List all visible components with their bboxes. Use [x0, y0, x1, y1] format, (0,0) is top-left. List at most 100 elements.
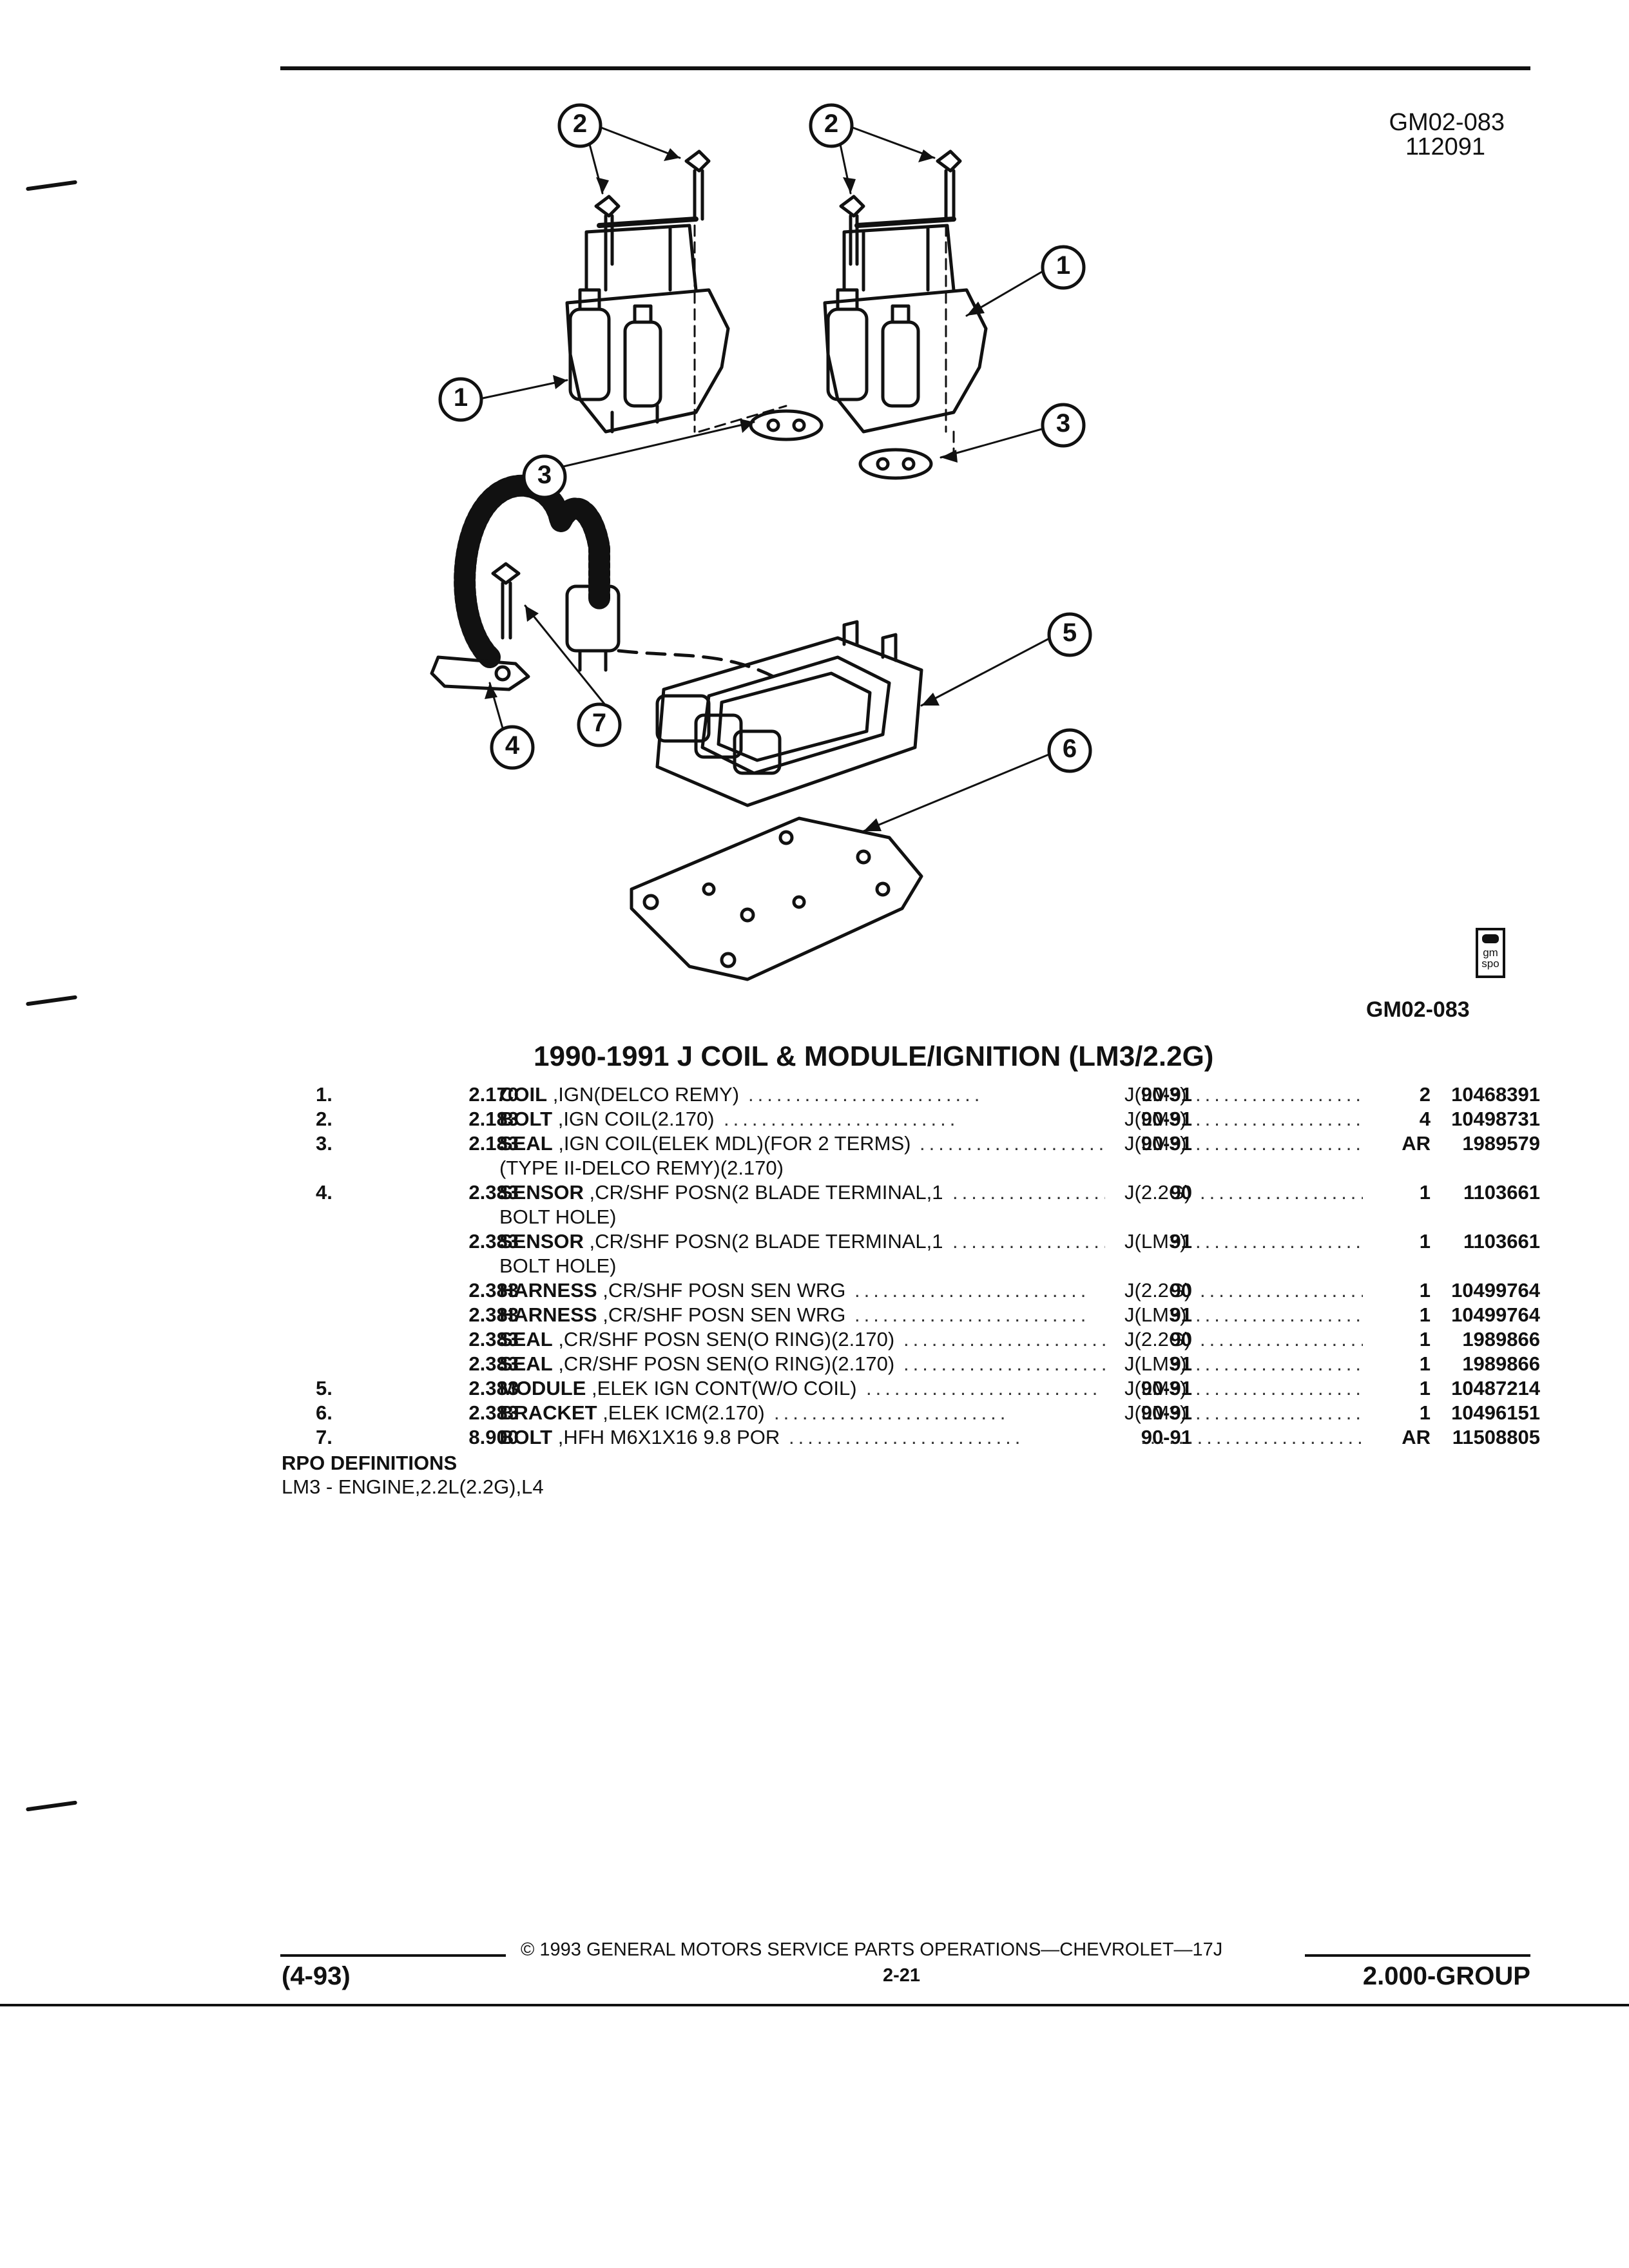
leader-dots: ......................... — [1195, 1352, 1363, 1375]
part-number: 10499764 — [1451, 1279, 1540, 1302]
part-group: 2.383 — [468, 1303, 519, 1326]
footer-date-code: (4-93) — [282, 1962, 351, 1990]
logo-text: gm spo — [1481, 947, 1499, 970]
part-group: 2.383 — [468, 1279, 519, 1302]
leader-dots: ......................... — [903, 1352, 1105, 1375]
logo-mark — [1482, 934, 1499, 943]
module-bracket — [630, 816, 923, 981]
part-number: 1989579 — [1462, 1132, 1540, 1155]
part-description: BRACKET ,ELEK ICM(2.170) — [499, 1401, 765, 1425]
bottom-rule — [0, 2004, 1629, 2006]
leader-dots: ......................... — [1200, 1279, 1363, 1302]
part-rpo: J(LM3) — [1124, 1401, 1187, 1424]
part-callout-number: 5. — [316, 1377, 333, 1399]
part-description: BOLT ,IGN COIL(2.170) — [499, 1107, 715, 1131]
leader-dots: ......................... — [952, 1181, 1105, 1204]
part-description: SEAL ,CR/SHF POSN SEN(O RING)(2.170) — [499, 1352, 894, 1376]
part-detail: ,IGN COIL(ELEK MDL)(FOR 2 TERMS) — [558, 1132, 911, 1155]
footer-page-number: 2-21 — [883, 1965, 921, 1986]
header-date: 112091 — [1405, 133, 1485, 160]
part-years: 91 — [1170, 1352, 1192, 1375]
margin-mark — [25, 995, 78, 1006]
callout-1: 1 — [453, 383, 468, 412]
part-name: SEAL — [499, 1328, 553, 1350]
part-years: 90-91 — [1141, 1377, 1192, 1399]
part-rpo: J(LM3) — [1124, 1377, 1187, 1399]
sensor-harness — [454, 474, 775, 678]
part-rpo: J(LM3) — [1124, 1352, 1187, 1375]
leader-dots: ......................... — [1200, 1181, 1363, 1204]
part-name: SENSOR — [499, 1230, 584, 1253]
leader-dots: ......................... — [1195, 1132, 1363, 1155]
part-rpo: J(2.2G) — [1124, 1181, 1191, 1204]
part-row-continuation: BOLT HOLE) — [316, 1254, 1540, 1278]
leader-dots: ......................... — [866, 1377, 1102, 1399]
part-description: MODULE ,ELEK IGN CONT(W/O COIL) — [499, 1376, 857, 1401]
part-description-continued: BOLT HOLE) — [499, 1206, 617, 1228]
part-number: 10499764 — [1451, 1303, 1540, 1326]
footer-rule-left — [280, 1954, 506, 1957]
part-number: 1103661 — [1463, 1181, 1540, 1204]
part-group: 2.170 — [468, 1083, 519, 1106]
leader-dots: ......................... — [920, 1132, 1105, 1155]
header-code: GM02-083 — [1389, 109, 1505, 136]
part-quantity: 1 — [1419, 1401, 1431, 1424]
part-years: 90 — [1170, 1328, 1192, 1350]
part-name: BOLT — [499, 1426, 553, 1448]
part-name: SEAL — [499, 1352, 553, 1375]
part-years: 90-91 — [1141, 1401, 1192, 1424]
part-group: 2.383 — [468, 1230, 519, 1253]
part-years: 90-91 — [1141, 1083, 1192, 1106]
part-group: 2.383 — [468, 1352, 519, 1375]
leader-dots: ......................... — [1195, 1108, 1363, 1130]
part-callout-number: 6. — [316, 1401, 333, 1424]
part-detail: ,CR/SHF POSN(2 BLADE TERMINAL,1 — [589, 1230, 943, 1253]
part-name: BRACKET — [499, 1401, 597, 1424]
part-years: 90-91 — [1141, 1426, 1192, 1448]
leader-dots: ......................... — [854, 1303, 1090, 1326]
part-years: 90-91 — [1141, 1132, 1192, 1155]
part-number: 1989866 — [1462, 1352, 1540, 1375]
part-callout-number: 3. — [316, 1132, 333, 1155]
part-years: 90 — [1170, 1279, 1192, 1302]
crank-sensor — [430, 655, 530, 691]
top-rule — [280, 66, 1530, 70]
callout-1: 1 — [1055, 251, 1071, 280]
gm-spo-logo: gm spo — [1476, 928, 1505, 978]
part-callout-number: 2. — [316, 1108, 333, 1130]
part-quantity: 1 — [1419, 1303, 1431, 1326]
part-name: COIL — [499, 1083, 548, 1106]
part-group: 2.383 — [468, 1328, 519, 1350]
exploded-diagram — [430, 103, 1092, 981]
leader-dots: ......................... — [1141, 1426, 1363, 1448]
part-description: SEAL ,IGN COIL(ELEK MDL)(FOR 2 TERMS) — [499, 1131, 911, 1156]
section-title: 1990-1991 J COIL & MODULE/IGNITION (LM3/… — [534, 1041, 1214, 1072]
margin-mark — [25, 180, 78, 191]
part-group: 2.383 — [468, 1377, 519, 1399]
callout-3: 3 — [1055, 409, 1071, 437]
leader-dots: ......................... — [1195, 1083, 1363, 1106]
callout-5: 5 — [1062, 619, 1077, 647]
callout-2: 2 — [824, 110, 839, 138]
coil-seals — [749, 409, 933, 480]
part-rpo: J(LM3) — [1124, 1108, 1187, 1130]
part-name: HARNESS — [499, 1279, 597, 1302]
part-quantity: 1 — [1419, 1181, 1431, 1204]
leader-dots: ......................... — [1195, 1230, 1363, 1253]
part-number: 10498731 — [1451, 1108, 1540, 1130]
part-name: BOLT — [499, 1108, 553, 1130]
part-description: SENSOR ,CR/SHF POSN(2 BLADE TERMINAL,1 — [499, 1180, 943, 1205]
figure-code: GM02-083 — [1366, 997, 1470, 1022]
part-detail: ,IGN(DELCO REMY) — [552, 1083, 740, 1106]
leader-dots: ......................... — [1200, 1328, 1363, 1350]
part-number: 11508805 — [1452, 1426, 1540, 1448]
